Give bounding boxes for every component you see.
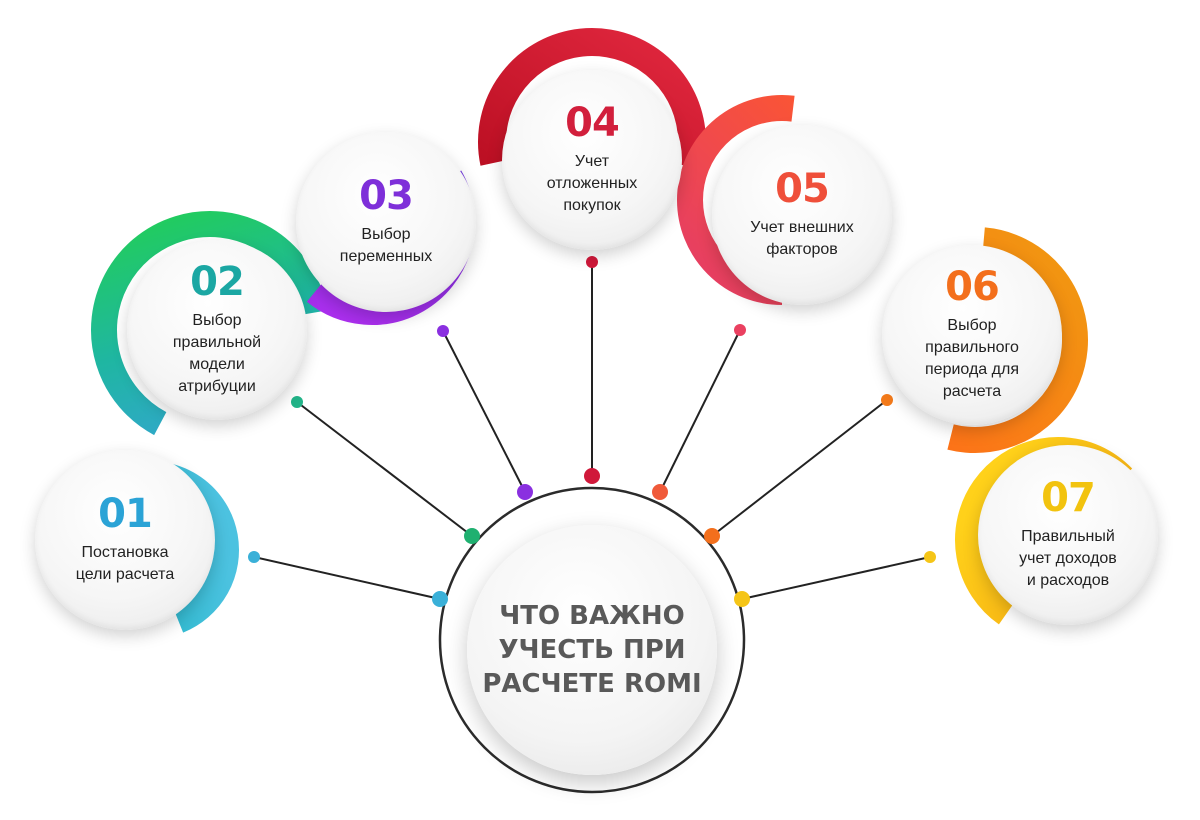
connector-line-07 — [741, 556, 931, 600]
step-06-label: Выбор правильного периода для расчета — [925, 317, 1019, 400]
step-06-circle: 06 Выбор правильного периода для расчета — [882, 245, 1062, 425]
connector-line-06 — [711, 399, 888, 537]
ring-arc-06 — [862, 227, 1088, 453]
step-07-number: 07 — [1041, 475, 1096, 521]
step-03-circle: 03 Выбор переменных — [296, 132, 476, 312]
step-02-circle: 02 Выбор правильной модели атрибуции — [127, 240, 307, 420]
dot-inner-04 — [584, 468, 600, 484]
connector-line-01 — [253, 556, 441, 600]
step-04-label: Учет отложенных покупок — [546, 153, 638, 214]
dot-inner-05 — [652, 484, 668, 500]
dot-inner-03 — [517, 484, 533, 500]
dot-inner-07 — [734, 591, 750, 607]
dot-outer-02 — [291, 396, 303, 408]
step-05-number: 05 — [775, 166, 830, 212]
dot-outer-01 — [248, 551, 260, 563]
step-05-circle: 05 Учет внешних факторов — [712, 125, 892, 305]
step-01-number: 01 — [98, 491, 153, 537]
step-05-label: Учет внешних факторов — [750, 219, 854, 258]
dot-outer-07 — [924, 551, 936, 563]
step-07-label: Правильный учет доходов и расходов — [1019, 528, 1117, 589]
step-04-circle: 04 Учет отложенных покупок — [502, 70, 682, 250]
center-circle: ЧТО ВАЖНО УЧЕСТЬ ПРИ РАСЧЕТЕ ROMI — [467, 525, 717, 775]
dot-inner-02 — [464, 528, 480, 544]
step-06-number: 06 — [945, 264, 1000, 310]
step-01-label: Постановка цели расчета — [75, 544, 175, 583]
connector-line-05 — [659, 329, 741, 493]
ring-arc-04 — [478, 28, 706, 256]
connector-line-03 — [442, 330, 526, 493]
connector-line-02 — [296, 401, 473, 537]
step-03-number: 03 — [359, 173, 414, 219]
step-02-label: Выбор правильной модели атрибуции — [172, 312, 262, 395]
step-01-circle: 01 Постановка цели расчета — [35, 450, 215, 630]
step-02-number: 02 — [190, 259, 245, 305]
dot-inner-01 — [432, 591, 448, 607]
step-07-circle: 07 Правильный учет доходов и расходов — [978, 445, 1158, 625]
step-03-label: Выбор переменных — [339, 226, 433, 265]
step-04-number: 04 — [565, 100, 620, 146]
dot-outer-04 — [586, 256, 598, 268]
dot-outer-05 — [734, 324, 746, 336]
dot-inner-06 — [704, 528, 720, 544]
center-title: ЧТО ВАЖНО УЧЕСТЬ ПРИ РАСЧЕТЕ ROMI — [482, 601, 702, 699]
dot-outer-03 — [437, 325, 449, 337]
ring-arc-02 — [90, 211, 329, 449]
dot-outer-06 — [881, 394, 893, 406]
